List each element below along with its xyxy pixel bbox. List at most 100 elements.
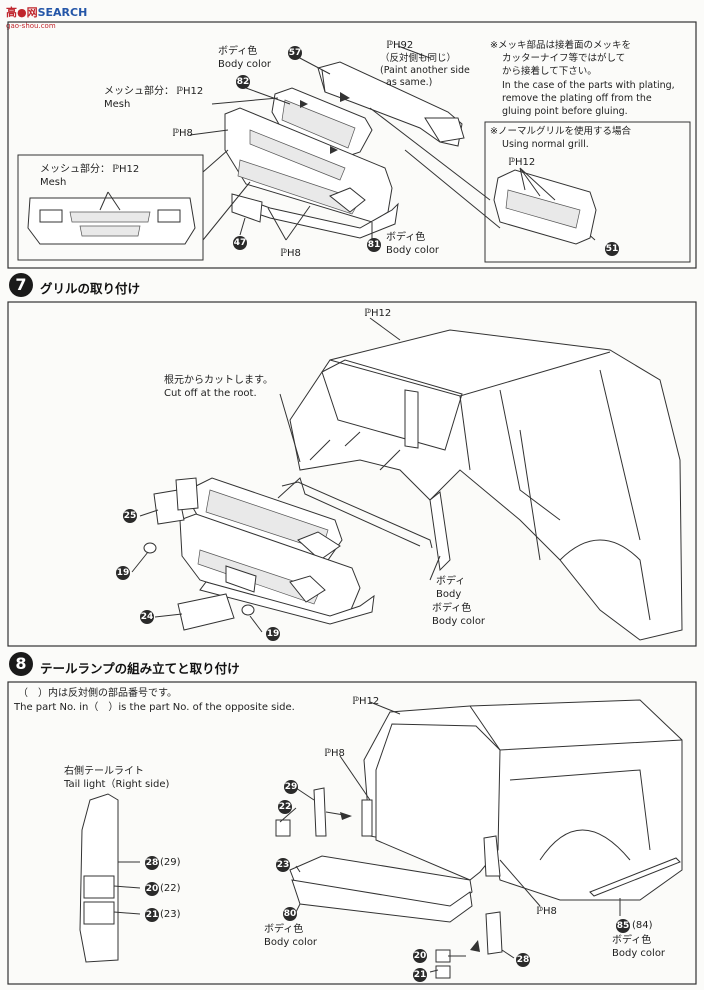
label-paint-jp: （反対側も同じ）	[380, 53, 457, 64]
step8-part-22: 22	[278, 800, 292, 814]
label-ph92: ℙH92	[386, 40, 414, 51]
label-paint-en-2: as same.)	[386, 77, 433, 88]
step8-number: 8	[9, 652, 33, 676]
step8-title: テールランプの組み立てと取り付け	[40, 661, 240, 676]
step7-part-24: 24	[140, 610, 154, 624]
step8-note-en: The part No. in（ ）is the part No. of the…	[14, 702, 295, 713]
part-22	[275, 819, 291, 837]
step7-body-en: Body	[436, 589, 462, 600]
label-plating-en-3: gluing point before gluing.	[502, 106, 628, 117]
step7-bumper	[179, 513, 375, 625]
step7-number: 7	[9, 273, 33, 297]
mesh-inset-box	[17, 154, 204, 261]
step7-title: グリルの取り付け	[40, 281, 141, 296]
label-body-color-jp: ボディ色	[218, 46, 258, 57]
step7-part-19b: 19	[266, 627, 280, 641]
step8-tail-jp: 右側テールライト	[64, 766, 144, 777]
bumper-81	[224, 107, 399, 239]
label-paint-en-1: (Paint another side	[380, 65, 470, 76]
label-inset-mesh-jp: メッシュ部分：	[40, 164, 110, 175]
site-logo-text: SEARCH	[37, 6, 88, 19]
step8-part-80: 80	[283, 907, 297, 921]
part-21	[435, 965, 451, 979]
van-rear-body	[361, 699, 683, 901]
label-plating-jp-1: ※メッキ部品は接着面のメッキを	[490, 40, 631, 51]
tail-light-right	[79, 793, 141, 963]
label-body-color-en: Body color	[218, 59, 272, 70]
lamp-24	[177, 593, 235, 631]
label-plating-jp-2: カッターナイフ等ではがして	[502, 53, 626, 64]
step7-cut-jp: 根元からカットします。	[164, 375, 273, 386]
label-mesh-jp: メッシュ部分：	[104, 86, 174, 97]
body-strip	[281, 481, 433, 549]
rear-bumper-80	[289, 855, 473, 923]
step8-body-color2-en: Body color	[612, 948, 666, 959]
step7-body-color-en: Body color	[432, 616, 486, 627]
step8-part-20: 20	[413, 949, 427, 963]
normal-grill-box	[484, 121, 691, 263]
step8-ph8-a: ℙH8	[324, 748, 345, 759]
step8-ph12: ℙH12	[352, 696, 380, 707]
lamp-25	[153, 489, 185, 525]
part-number-51: 51	[605, 242, 619, 256]
tail-part-20: 20	[145, 882, 159, 896]
tail-part-29: (29)	[160, 857, 181, 868]
step7-ph12: ℙH12	[364, 308, 392, 319]
label-ph8: ℙH8	[172, 128, 193, 139]
step7-body-color-jp: ボディ色	[432, 603, 472, 614]
step8-part-29: 29	[284, 780, 298, 794]
step7-frame	[7, 301, 697, 647]
lens-19a	[143, 542, 157, 554]
normal-grill-51	[493, 167, 597, 245]
grill-82	[271, 87, 373, 157]
part-number-57: 57	[288, 46, 302, 60]
part-20	[435, 949, 451, 963]
step8-body-color-jp: ボディ色	[264, 924, 304, 935]
step7-part-19a: 19	[116, 566, 130, 580]
label-plating-en-2: remove the plating off from the	[502, 93, 652, 104]
plated-strip-57	[317, 61, 465, 147]
part-number-81: 81	[367, 238, 381, 252]
step8-part-28: 28	[516, 953, 530, 967]
step8-part-85: 85	[616, 919, 630, 933]
label-body-color2-jp: ボディ色	[386, 232, 426, 243]
step8-frame	[7, 681, 697, 985]
step8-part-23: 23	[276, 858, 290, 872]
step7-cut-en: Cut off at the root.	[164, 388, 257, 399]
label-body-color2-en: Body color	[386, 245, 440, 256]
step7-body-jp: ボディ	[436, 576, 466, 587]
step7-grill	[191, 477, 343, 561]
mesh-inset-bumper	[27, 191, 196, 245]
step8-part-84: (84)	[632, 920, 653, 931]
label-plating-en-1: In the case of the parts with plating,	[502, 80, 675, 91]
watermark: gao-shou.com	[6, 22, 56, 30]
step8-body-color-en: Body color	[264, 937, 318, 948]
label-inset-ph12: ℙH12	[112, 164, 140, 175]
part-number-47: 47	[233, 236, 247, 250]
label-grill-ph12: ℙH12	[508, 157, 536, 168]
label-normal-grill-jp: ※ノーマルグリルを使用する場合	[490, 126, 631, 137]
label-inset-mesh-en: Mesh	[40, 177, 67, 188]
step8-ph8-b: ℙH8	[536, 906, 557, 917]
tail-part-21: 21	[145, 908, 159, 922]
tail-part-23: (23)	[160, 909, 181, 920]
top-panel-frame	[7, 21, 697, 269]
step7-part-25: 25	[123, 509, 137, 523]
label-normal-grill-en: Using normal grill.	[502, 139, 589, 150]
plate-47	[231, 193, 263, 223]
part-28	[485, 911, 503, 955]
label-ph8-b: ℙH8	[280, 248, 301, 259]
lens-19b	[241, 604, 255, 616]
step8-part-21: 21	[413, 968, 427, 982]
side-strip-85	[589, 857, 681, 897]
label-plating-jp-3: から接着して下さい。	[502, 66, 597, 77]
part-29	[313, 787, 327, 837]
part-number-82: 82	[236, 75, 250, 89]
step8-note-jp: （ ）内は反対側の部品番号です。	[18, 688, 177, 699]
label-mesh-en: Mesh	[104, 99, 131, 110]
site-logo: 高●网SEARCH	[6, 4, 87, 20]
step8-body-color2-jp: ボディ色	[612, 935, 652, 946]
tail-part-22: (22)	[160, 883, 181, 894]
label-ph12: ℙH12	[176, 86, 204, 97]
